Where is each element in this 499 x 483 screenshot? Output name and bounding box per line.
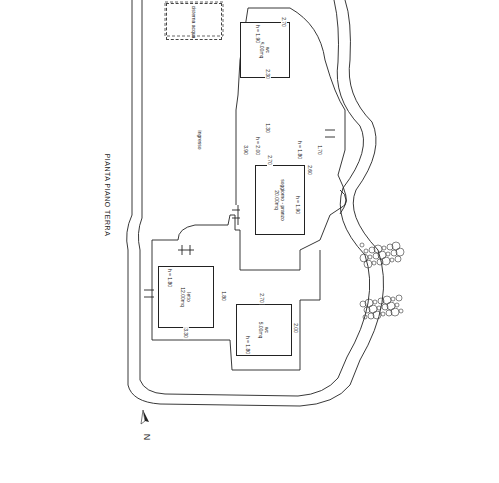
dimension-label: 1.80 <box>221 290 227 302</box>
dimension-label: h = 1.80 <box>245 335 251 355</box>
dimension-label: h = 1.90 <box>255 24 261 44</box>
dimension-label: h = 1.80 <box>297 140 303 160</box>
dimension-label: 3.90 <box>243 144 249 156</box>
room-name: wc <box>265 42 271 59</box>
dimension-label: 2.70 <box>259 292 265 304</box>
building-outline <box>152 8 346 370</box>
dimension-label: h = 1.90 <box>295 195 301 215</box>
north-arrow <box>141 410 149 424</box>
site-boundary <box>127 0 384 406</box>
room-area: 5.00mq <box>258 322 264 339</box>
dimension-label: 3.30 <box>183 327 189 339</box>
dimension-label: 2.00 <box>293 322 299 334</box>
dimension-label: h = 1.80 <box>167 268 173 288</box>
window-mark <box>144 130 335 297</box>
room-text: cisterna acqua <box>191 5 197 38</box>
dimension-label: 2.60 <box>307 164 313 176</box>
room-text: letto12.00mq <box>180 287 192 306</box>
dimension-label: 1.30 <box>265 122 271 134</box>
room-text: soggiorno - pranzo20.00mq <box>274 179 286 221</box>
door-mark <box>232 205 240 225</box>
cistern-box: cisterna acqua <box>166 3 222 40</box>
path-band <box>138 0 369 396</box>
bay-window <box>340 190 346 214</box>
plan-title: PIANTA PIANO TERRA <box>104 154 111 237</box>
area-label: ingresso <box>197 130 203 151</box>
dimension-label: 2.70 <box>281 16 287 28</box>
room-area: 5.00mq <box>259 42 265 59</box>
room-text: wc5.00mq <box>259 42 271 59</box>
room-area: 12.00mq <box>180 287 186 306</box>
room-name: soggiorno - pranzo <box>280 179 286 221</box>
dimension-label: h = 2.00 <box>255 136 261 156</box>
north-label: N <box>142 433 152 442</box>
dimension-label: 2.70 <box>267 154 273 166</box>
dimension-label: 2.30 <box>265 68 271 80</box>
room-name: wc <box>264 322 270 339</box>
dimension-label: 1.70 <box>317 144 323 156</box>
vegetation <box>360 242 404 319</box>
room-name: cisterna acqua <box>191 5 197 38</box>
room-text: wc5.00mq <box>258 322 270 339</box>
door-mark <box>178 245 194 255</box>
room-name: letto <box>186 287 192 306</box>
room-area: 20.00mq <box>274 179 280 221</box>
